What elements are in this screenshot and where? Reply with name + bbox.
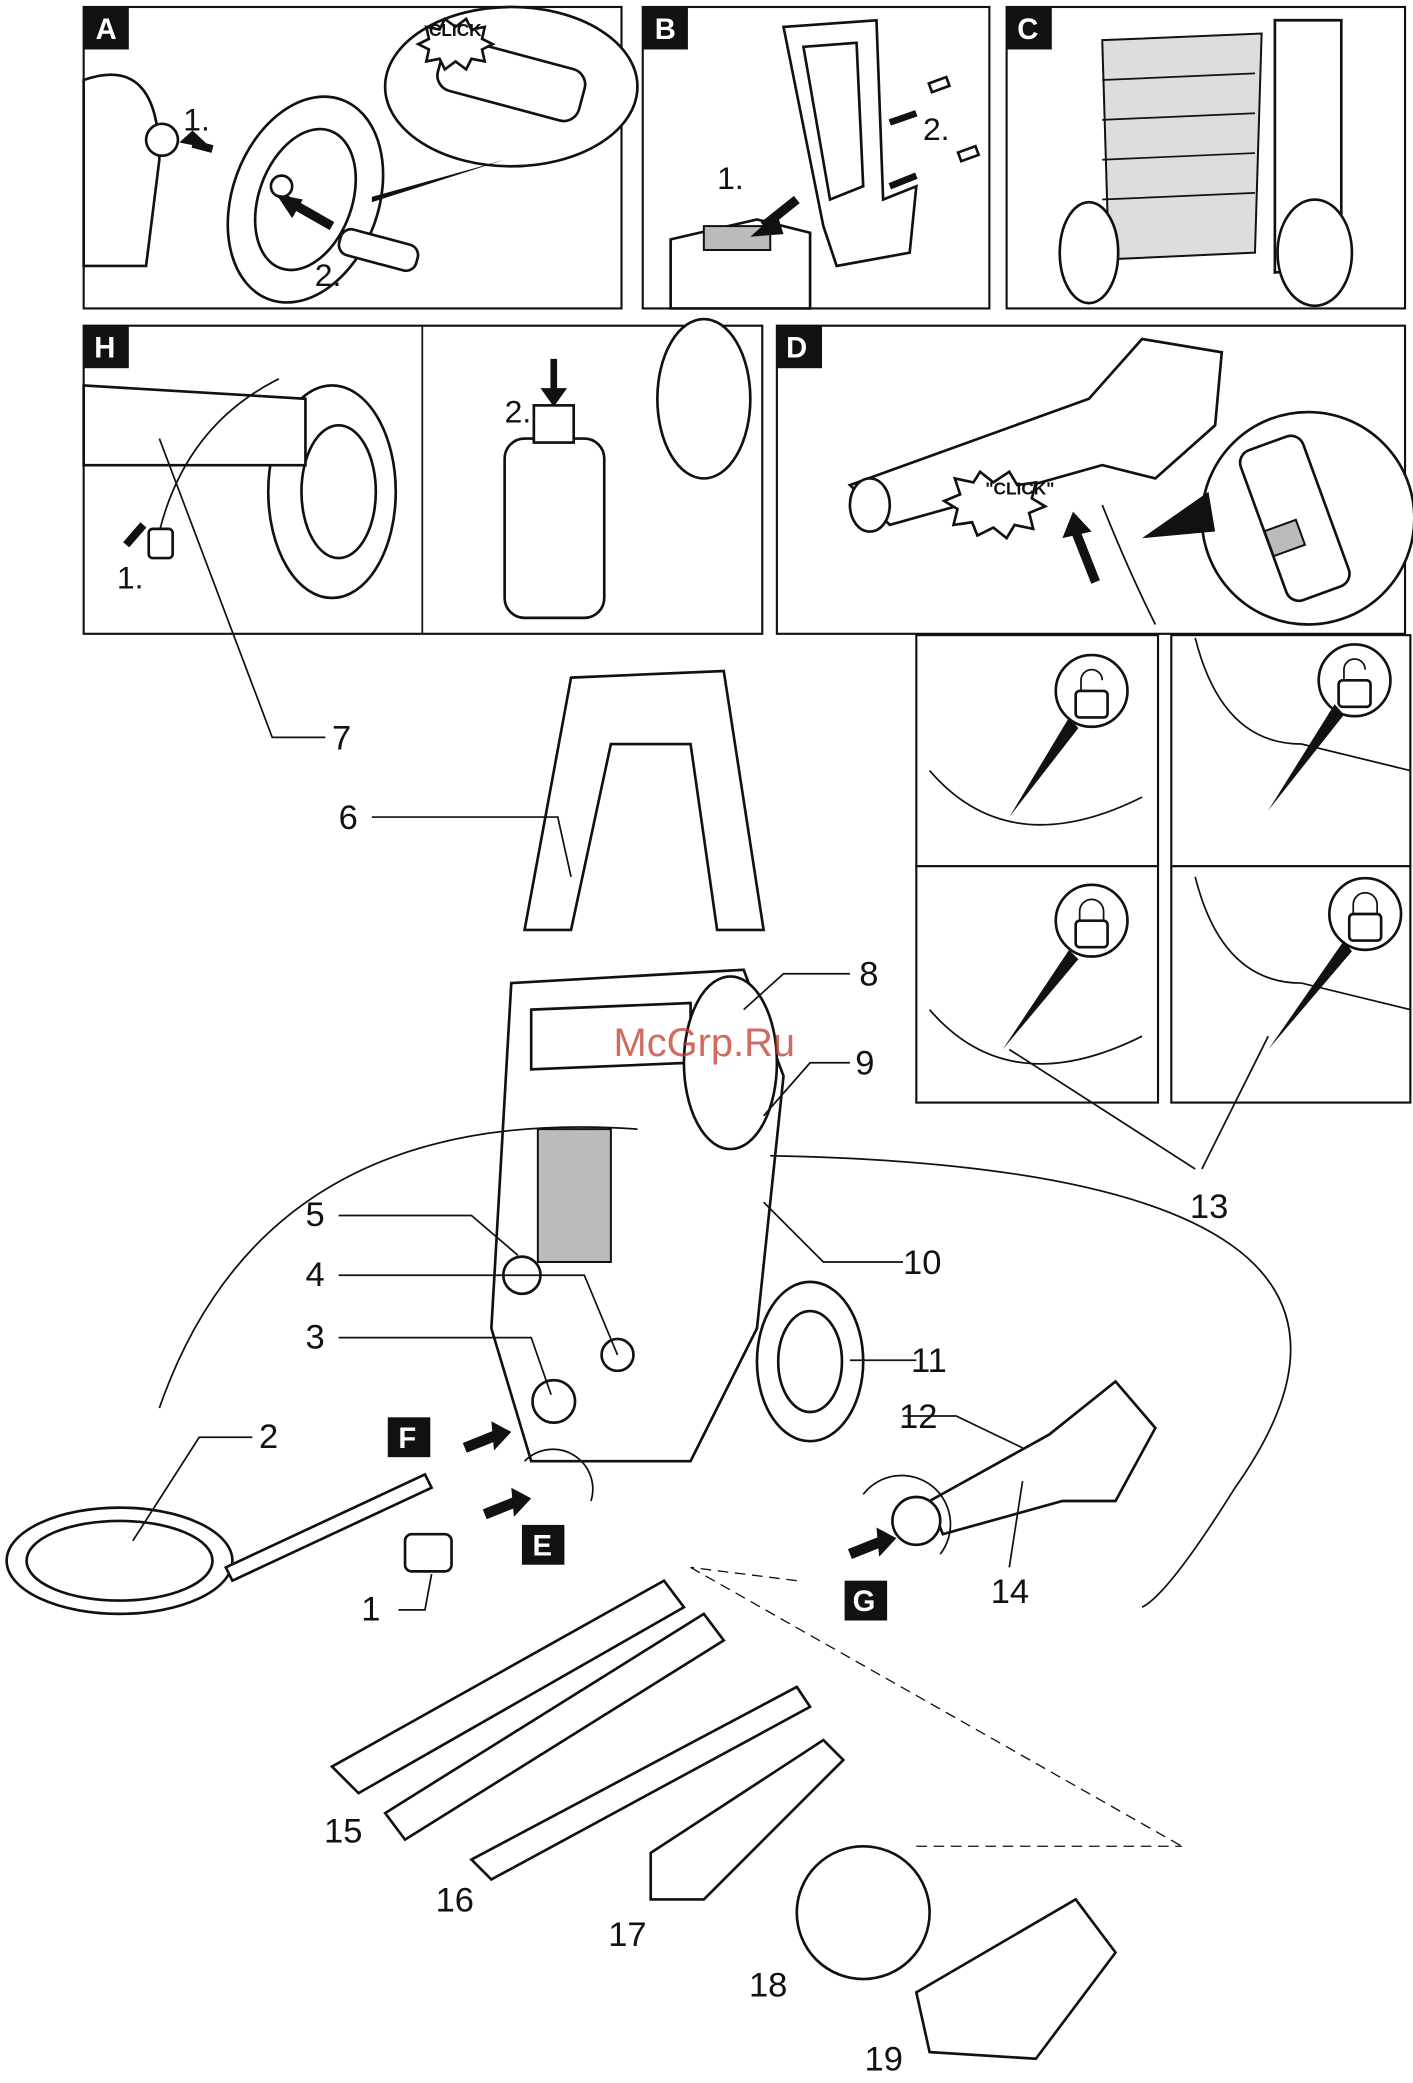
callout-lines xyxy=(132,438,1270,1611)
callout-15: 15 xyxy=(324,1812,362,1850)
step-g-label: G xyxy=(853,1586,876,1618)
callout-13: 13 xyxy=(1190,1188,1228,1226)
callout-16: 16 xyxy=(436,1881,474,1919)
unlock-icon xyxy=(1317,643,1392,718)
panel-c-label: C xyxy=(1017,14,1038,46)
panel-a: A 1. 2. CLICK xyxy=(82,5,639,310)
click-text: "CLICK" xyxy=(985,478,1054,498)
callout-17: 17 xyxy=(608,1916,646,1954)
unlock-icon xyxy=(1054,653,1129,729)
panel-c: C xyxy=(1005,5,1407,310)
pressure-washer: F E G xyxy=(5,669,1292,1621)
callout-18: 18 xyxy=(749,1966,787,2004)
step-2-label: 2. xyxy=(315,257,342,293)
callout-8: 8 xyxy=(859,956,878,994)
lock-panels xyxy=(915,634,1412,1104)
callout-9: 9 xyxy=(855,1045,874,1083)
step-1-label: 1. xyxy=(183,101,210,137)
panel-d-label: D xyxy=(786,333,807,365)
watermark: McGrp.Ru xyxy=(614,1021,795,1065)
step-1-label: 1. xyxy=(117,560,144,596)
step-2-label: 2. xyxy=(923,111,950,147)
step-e-label: E xyxy=(533,1530,552,1562)
callout-1: 1 xyxy=(361,1591,380,1629)
lock-icon xyxy=(1328,876,1403,952)
callout-19: 19 xyxy=(865,2041,903,2079)
lock-icon xyxy=(1054,883,1129,958)
callout-5: 5 xyxy=(305,1196,324,1234)
callout-12: 12 xyxy=(899,1398,937,1436)
step-2-label: 2. xyxy=(505,394,532,430)
click-text: CLICK xyxy=(429,20,482,40)
callout-10: 10 xyxy=(903,1244,941,1282)
callout-numbers: 1 2 3 4 5 6 7 8 9 10 11 12 13 14 15 16 1… xyxy=(259,719,1228,2078)
panel-d: D "CLICK" xyxy=(775,324,1413,635)
panel-b: B 1. 2. xyxy=(641,5,991,310)
callout-3: 3 xyxy=(305,1318,324,1356)
callout-2: 2 xyxy=(259,1418,278,1456)
callout-4: 4 xyxy=(305,1256,324,1294)
panel-a-label: A xyxy=(96,14,117,46)
step-1-label: 1. xyxy=(717,160,744,196)
step-f-label: F xyxy=(398,1423,416,1455)
panel-b-label: B xyxy=(655,14,676,46)
callout-7: 7 xyxy=(332,719,351,757)
callout-11: 11 xyxy=(911,1342,947,1380)
accessories xyxy=(329,1566,1183,2061)
panel-h: H 1. 2. xyxy=(82,317,764,635)
panel-h-label: H xyxy=(94,333,115,365)
callout-6: 6 xyxy=(339,799,358,837)
callout-14: 14 xyxy=(991,1573,1029,1611)
